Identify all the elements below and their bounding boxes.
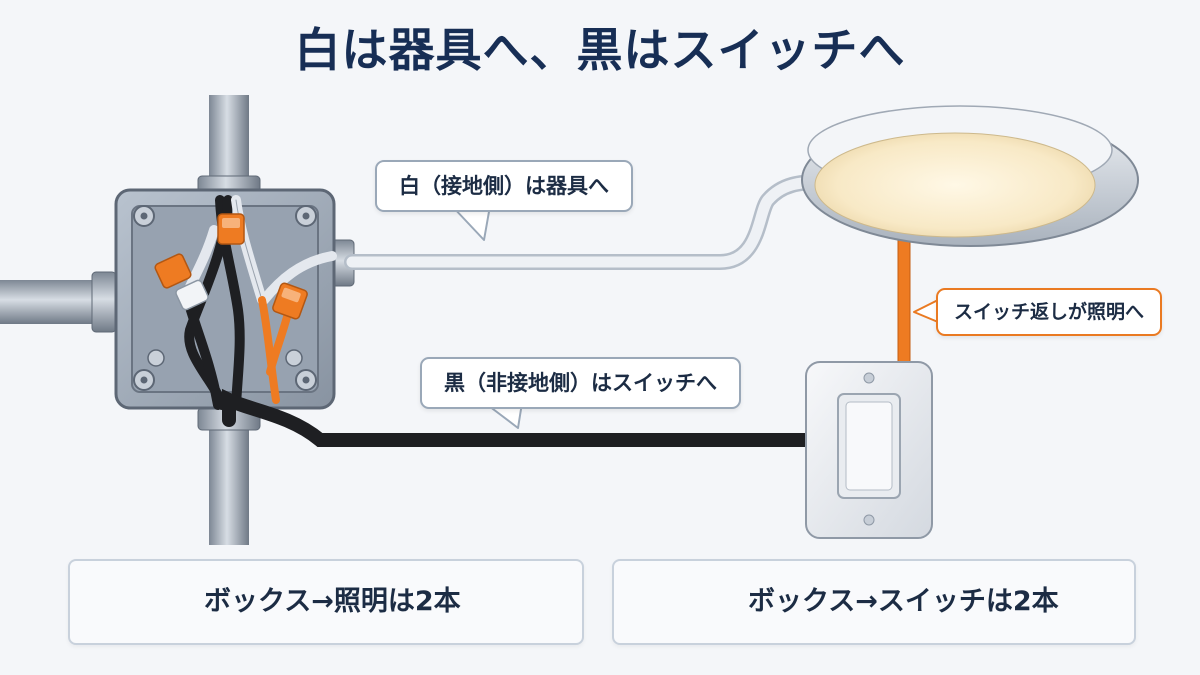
- ceiling-light-icon: [801, 105, 1139, 247]
- callout-return-tail: [913, 299, 939, 323]
- legend-black-cable: ボックス→スイッチは2本: [612, 559, 1136, 645]
- switch-return-wire: [897, 239, 911, 371]
- legend-black-text: ボックス→スイッチは2本: [748, 586, 1059, 617]
- legend-white-cable: ボックス→照明は2本: [68, 559, 584, 645]
- diagram-title: 白は器具へ、黒はスイッチへ: [294, 23, 906, 77]
- callout-white-to-fixture: 白（接地側）は器具へ: [375, 160, 633, 212]
- callout-white-text: 白（接地側）は器具へ: [399, 174, 609, 198]
- wire-connector-icon: [154, 213, 308, 320]
- callout-black-text: 黒（非接地側）はスイッチへ: [444, 371, 717, 395]
- callout-switch-return: スイッチ返しが照明へ: [936, 288, 1163, 336]
- legend-white-text: ボックス→照明は2本: [204, 586, 461, 617]
- wall-switch-icon: [805, 361, 933, 539]
- black-cable-to-switch: [222, 388, 819, 447]
- box-internal-wiring: [154, 195, 337, 410]
- callout-return-text: スイッチ返しが照明へ: [954, 301, 1145, 323]
- callout-black-to-switch: 黒（非接地側）はスイッチへ: [420, 357, 741, 409]
